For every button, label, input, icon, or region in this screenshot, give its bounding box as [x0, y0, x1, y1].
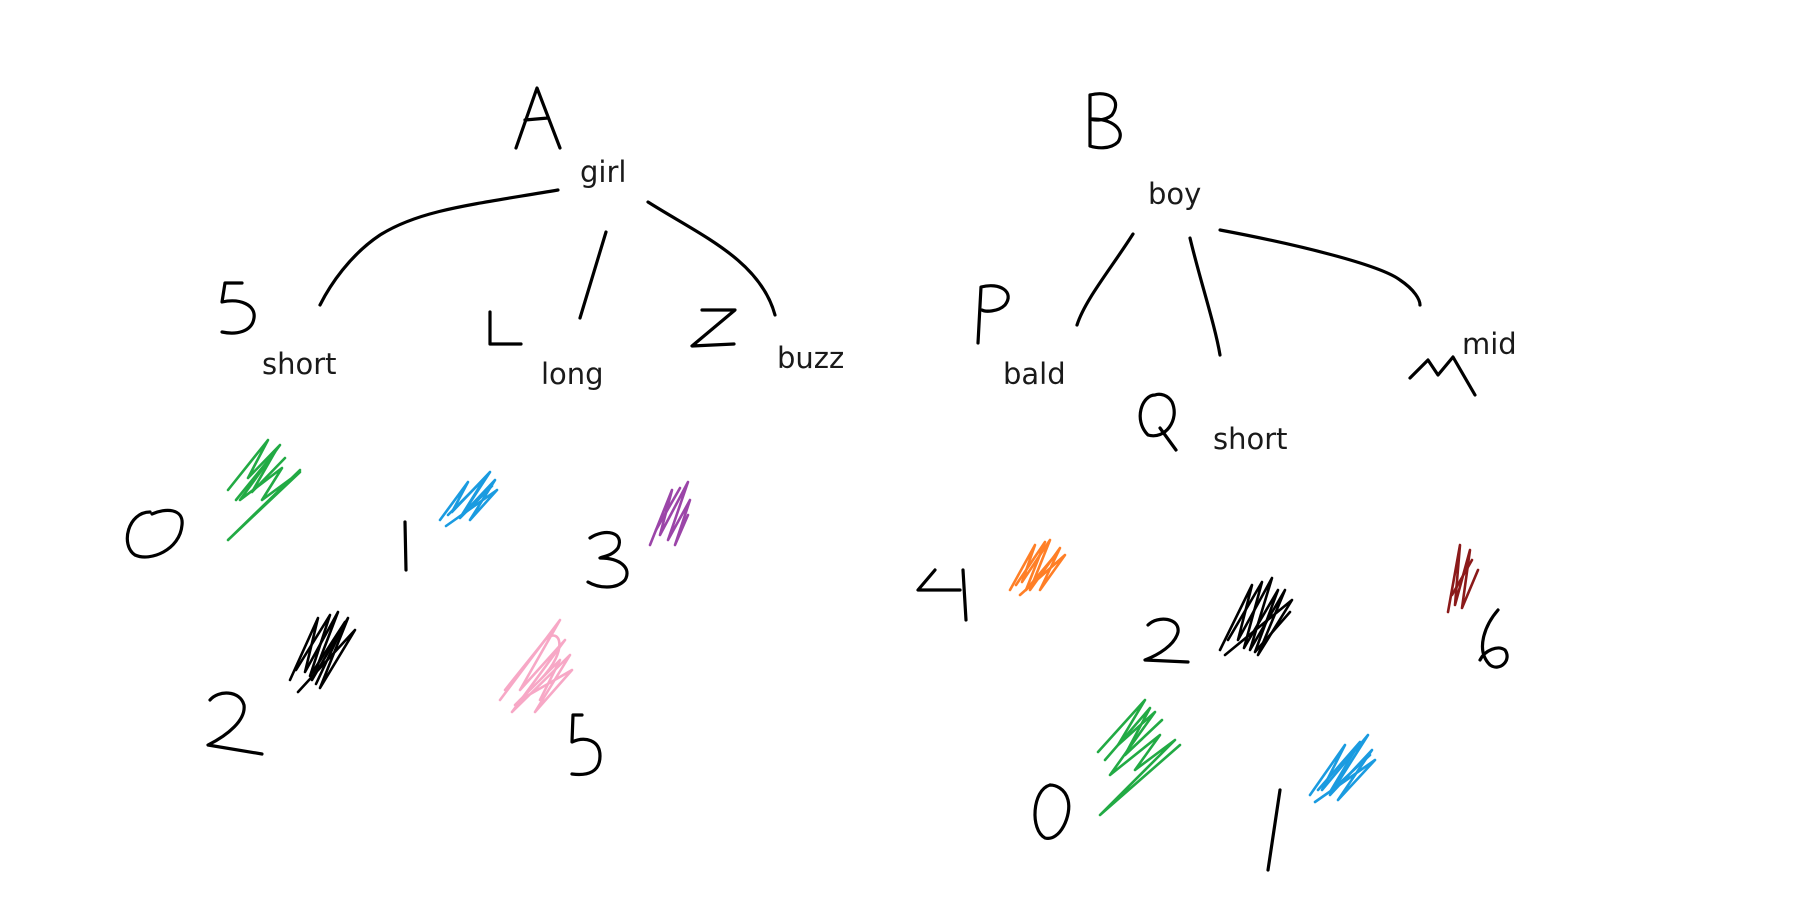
root-label-girl: girl — [580, 155, 627, 189]
handwritten-number-1 — [1266, 788, 1282, 872]
handwritten-number-0 — [1033, 783, 1071, 840]
blue-scribble-1 — [1308, 733, 1377, 804]
branch-label-short: short — [1213, 422, 1288, 456]
handwritten-number-5 — [570, 713, 602, 777]
handwritten-letter-z — [690, 308, 737, 348]
branch-label-mid: mid — [1462, 327, 1517, 361]
orange-scribble-4 — [1008, 538, 1067, 597]
handwritten-letter-b — [1088, 92, 1122, 150]
handwritten-number-1 — [403, 520, 408, 572]
pink-scribble-5 — [498, 618, 574, 714]
dark-red-scribble-6 — [1446, 543, 1480, 614]
branch-label-buzz: buzz — [777, 341, 845, 375]
blue-scribble-1 — [438, 470, 499, 528]
branch-label-bald: bald — [1003, 357, 1066, 391]
purple-scribble-3 — [648, 480, 692, 547]
green-scribble-0 — [226, 438, 302, 542]
connector-girl-buzz — [646, 200, 777, 317]
handwritten-number-3 — [586, 530, 629, 589]
branch-label-long: long — [541, 357, 604, 391]
connector-boy-short — [1188, 236, 1222, 357]
black-scribble-2 — [288, 610, 357, 694]
black-scribble-2 — [1218, 576, 1294, 657]
connector-boy-bald — [1075, 232, 1135, 327]
handwritten-number-4 — [916, 568, 968, 622]
branch-label-short: short — [262, 347, 337, 381]
connector-girl-long — [578, 230, 608, 320]
handwritten-letter-s — [220, 281, 256, 335]
handwritten-letter-q — [1138, 392, 1178, 452]
handwritten-number-6 — [1478, 608, 1509, 669]
handwritten-number-2 — [1143, 617, 1190, 664]
handwritten-letter-l — [488, 310, 523, 346]
connector-boy-mid — [1218, 228, 1422, 307]
handwritten-letter-p — [976, 284, 1010, 345]
green-scribble-0 — [1096, 698, 1182, 817]
handwritten-number-2 — [206, 691, 264, 756]
handwritten-letter-m — [1408, 355, 1477, 397]
connector-girl-short — [318, 188, 560, 307]
root-label-boy: boy — [1148, 177, 1202, 211]
handwritten-letter-a — [514, 86, 562, 150]
handwritten-number-0 — [125, 508, 184, 559]
